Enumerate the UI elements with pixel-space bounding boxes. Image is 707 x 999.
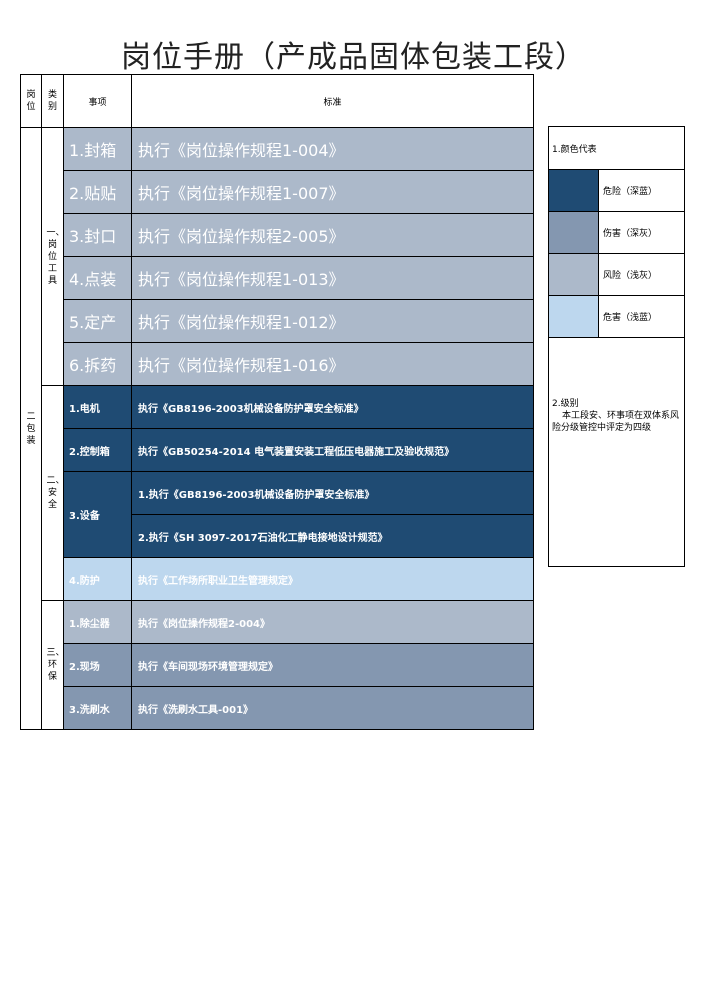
- table-row: 3.洗刷水 执行《洗刷水工具-001》: [21, 686, 534, 730]
- category-env: 三、环保: [41, 600, 65, 730]
- standard-cell: 执行《GB8196-2003机械设备防护罩安全标准》: [131, 385, 534, 429]
- grade-title: 2.级别: [552, 399, 579, 409]
- header-category: 类别: [41, 74, 64, 128]
- table-row: 4.点装 执行《岗位操作规程1-013》: [21, 256, 534, 300]
- item-cell: 4.点装: [63, 256, 132, 300]
- item-cell: 5.定产: [63, 299, 132, 343]
- standard-cell: 执行《岗位操作规程1-012》: [131, 299, 534, 343]
- table-row: 三、环保 1.除尘器 执行《岗位操作规程2-004》: [21, 600, 534, 730]
- item-cell: 1.封箱: [63, 127, 132, 171]
- category-safety: 二、安全: [41, 385, 65, 601]
- item-cell: 2.贴贴: [63, 170, 132, 214]
- legend-item: 危险（深蓝）: [548, 169, 685, 212]
- legend-swatch: [548, 295, 599, 338]
- standard-cell: 执行《岗位操作规程2-005》: [131, 213, 534, 257]
- table-row: 6.拆药 执行《岗位操作规程1-016》: [21, 342, 534, 386]
- header-item: 事项: [63, 74, 132, 128]
- standard-cell: 执行《车间现场环境管理规定》: [131, 643, 534, 687]
- standard-cell: 2.执行《SH 3097-2017石油化工静电接地设计规范》: [131, 514, 534, 558]
- table-header-row: 岗位 类别 事项 标准: [20, 74, 534, 128]
- legend-item: 伤害（深灰）: [548, 211, 685, 254]
- table-row: 二包装 一、岗位工具 1.封箱 执行《岗位操作规程1-004》: [20, 127, 534, 730]
- item-cell: 4.防护: [63, 557, 132, 601]
- legend-label: 危害（浅蓝）: [598, 295, 685, 338]
- item-cell: 3.洗刷水: [63, 686, 132, 730]
- table-row: 2.执行《SH 3097-2017石油化工静电接地设计规范》: [21, 514, 534, 558]
- post-standards-table: 岗位 类别 事项 标准 二包装 一、岗位工具 1.封箱 执行《岗位操作规程1-0…: [20, 74, 534, 730]
- item-cell: 6.拆药: [63, 342, 132, 386]
- item-cell: 2.控制箱: [63, 428, 132, 472]
- header-standard: 标准: [131, 74, 534, 128]
- standard-cell: 执行《洗刷水工具-001》: [131, 686, 534, 730]
- table-row: 4.防护 执行《工作场所职业卫生管理规定》: [21, 557, 534, 601]
- standard-cell: 执行《岗位操作规程2-004》: [131, 600, 534, 644]
- table-row: 3.设备 1.执行《GB8196-2003机械设备防护罩安全标准》: [21, 471, 534, 558]
- grade-text: 本工段安、环事项在双体系风险分级管控中评定为四级: [552, 411, 680, 433]
- standard-cell: 执行《岗位操作规程1-007》: [131, 170, 534, 214]
- table-row: 5.定产 执行《岗位操作规程1-012》: [21, 299, 534, 343]
- post-cell: 二包装: [20, 127, 42, 730]
- item-cell: 1.除尘器: [63, 600, 132, 644]
- legend-swatch: [548, 211, 599, 254]
- table-row: 2.现场 执行《车间现场环境管理规定》: [21, 643, 534, 687]
- item-cell: 2.现场: [63, 643, 132, 687]
- legend-label: 危险（深蓝）: [598, 169, 685, 212]
- legend-swatch: [548, 169, 599, 212]
- legend-label: 风险（浅灰）: [598, 253, 685, 296]
- legend-item: 风险（浅灰）: [548, 253, 685, 296]
- legend-swatch: [548, 253, 599, 296]
- legend-label: 伤害（深灰）: [598, 211, 685, 254]
- legend-title: 1.颜色代表: [548, 126, 685, 170]
- standard-cell: 执行《工作场所职业卫生管理规定》: [131, 557, 534, 601]
- table-row: 2.贴贴 执行《岗位操作规程1-007》: [21, 170, 534, 214]
- item-cell: 1.电机: [63, 385, 132, 429]
- standard-cell: 执行《GB50254-2014 电气装置安装工程低压电器施工及验收规范》: [131, 428, 534, 472]
- color-legend: 1.颜色代表 危险（深蓝） 伤害（深灰） 风险（浅灰） 危害（浅蓝） 2.级别 …: [548, 126, 685, 567]
- table-row: 3.封口 执行《岗位操作规程2-005》: [21, 213, 534, 257]
- header-post: 岗位: [20, 74, 42, 128]
- legend-item: 危害（浅蓝）: [548, 295, 685, 338]
- grade-note: 2.级别 本工段安、环事项在双体系风险分级管控中评定为四级: [548, 337, 685, 567]
- category-tools: 一、岗位工具: [41, 127, 65, 386]
- standard-cell: 1.执行《GB8196-2003机械设备防护罩安全标准》: [131, 471, 534, 515]
- standard-cell: 执行《岗位操作规程1-004》: [131, 127, 534, 171]
- item-cell: 3.设备: [63, 471, 132, 558]
- standard-cell: 执行《岗位操作规程1-013》: [131, 256, 534, 300]
- table-row: 2.控制箱 执行《GB50254-2014 电气装置安装工程低压电器施工及验收规…: [21, 428, 534, 472]
- standard-cell: 执行《岗位操作规程1-016》: [131, 342, 534, 386]
- page-title: 岗位手册（产成品固体包装工段）: [121, 40, 586, 75]
- item-cell: 3.封口: [63, 213, 132, 257]
- table-row: 二、安全 1.电机 执行《GB8196-2003机械设备防护罩安全标准》: [21, 385, 534, 601]
